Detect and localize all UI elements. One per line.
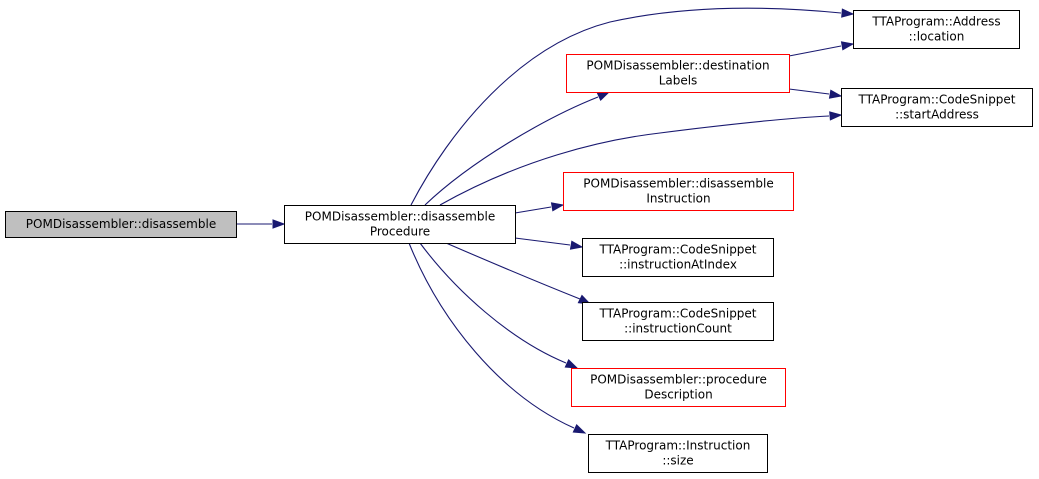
edge-proc-to-disInstr (514, 202, 565, 214)
edge-line (424, 96, 599, 206)
node-label-line: Instruction (646, 192, 710, 206)
node-box (841, 88, 1033, 127)
edge-proc-to-instrAtIndex (514, 237, 584, 250)
node-label-line: TTAProgram::CodeSnippet (598, 243, 756, 257)
edge-proc-to-instrSize (408, 242, 587, 434)
node-label-line: POMDisassembler::procedure (590, 373, 767, 387)
arrowhead-icon (572, 423, 587, 434)
nodes-layer: POMDisassembler::disassemblePOMDisassemb… (5, 10, 1033, 473)
edge-line (410, 7, 842, 206)
node-box (588, 434, 768, 473)
node-label-line: TTAProgram::Address (871, 15, 1000, 29)
arrowhead-icon (569, 240, 584, 250)
node-label-line: POMDisassembler::disassemble (583, 177, 773, 191)
edge-line (439, 115, 830, 206)
arrowhead-icon (840, 41, 855, 51)
node-box (571, 368, 786, 407)
arrowhead-icon (841, 8, 855, 18)
node-label-line: POMDisassembler::disassemble (26, 217, 216, 231)
arrowhead-icon (564, 358, 579, 369)
node-label-line: POMDisassembler::disassemble (305, 210, 495, 224)
node-root[interactable]: POMDisassembler::disassemble (5, 211, 237, 238)
node-label-line: Procedure (370, 225, 430, 239)
node-box (284, 205, 516, 244)
arrowhead-icon (828, 89, 843, 99)
node-label-line: ::instructionAtIndex (619, 258, 737, 272)
node-box (853, 10, 1020, 49)
node-label-line: Labels (659, 74, 698, 88)
edge-line (514, 206, 552, 214)
edge-destLabels-to-startAddr (788, 88, 843, 99)
edge-root-to-proc (236, 219, 286, 229)
edge-line (788, 88, 830, 95)
node-startAddr[interactable]: TTAProgram::CodeSnippet::startAddress (841, 88, 1033, 127)
node-label-line: ::location (909, 30, 965, 44)
edge-line (514, 237, 571, 246)
node-box (582, 238, 774, 277)
node-label-line: ::size (662, 454, 693, 468)
node-label-line: TTAProgram::CodeSnippet (857, 93, 1015, 107)
edge-destLabels-to-addrLoc (788, 41, 855, 57)
node-label-line: POMDisassembler::destination (586, 59, 769, 73)
arrowhead-icon (272, 219, 286, 229)
edges-layer (236, 7, 855, 434)
node-instrAtIndex[interactable]: TTAProgram::CodeSnippet::instructionAtIn… (582, 238, 774, 277)
node-label-line: ::instructionCount (624, 322, 732, 336)
node-box (566, 54, 790, 93)
node-box (5, 211, 237, 238)
edge-proc-to-procDesc (419, 242, 579, 369)
node-box (563, 172, 794, 211)
node-instrSize[interactable]: TTAProgram::Instruction::size (588, 434, 768, 473)
node-label-line: ::startAddress (895, 108, 979, 122)
edge-line (788, 45, 842, 57)
node-box (582, 302, 774, 341)
node-label-line: Description (644, 388, 712, 402)
node-instrCount[interactable]: TTAProgram::CodeSnippet::instructionCoun… (582, 302, 774, 341)
edge-proc-to-addrLoc (410, 7, 855, 206)
arrowhead-icon (829, 111, 843, 121)
edge-proc-to-startAddr (439, 111, 843, 206)
edge-line (445, 242, 581, 300)
edge-line (419, 242, 567, 364)
arrowhead-icon (550, 202, 565, 212)
edge-line (408, 242, 575, 429)
node-label-line: TTAProgram::CodeSnippet (598, 307, 756, 321)
node-addrLoc[interactable]: TTAProgram::Address::location (853, 10, 1020, 49)
node-label-line: TTAProgram::Instruction (605, 439, 751, 453)
